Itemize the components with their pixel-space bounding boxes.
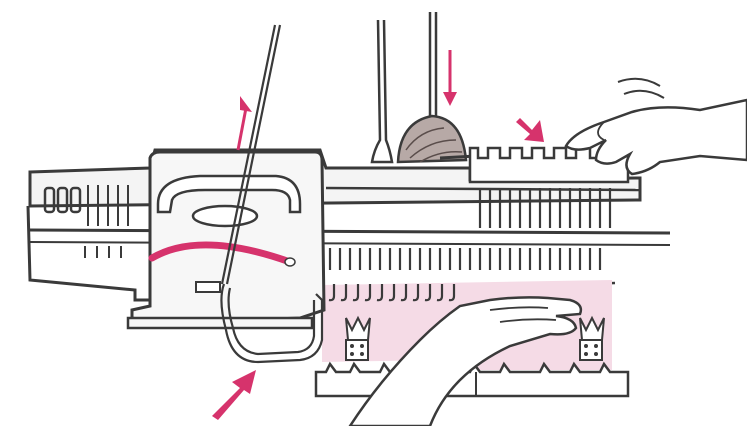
yarn-ball xyxy=(398,116,476,162)
needles-lower xyxy=(330,248,600,270)
weight-right xyxy=(580,318,604,360)
push-arrow-icon xyxy=(212,370,256,420)
weight-left xyxy=(346,318,370,360)
down-arrow-icon xyxy=(443,50,457,106)
up-arrow-icon xyxy=(238,96,252,150)
comb-arrow-icon xyxy=(516,118,544,142)
carriage xyxy=(128,152,324,328)
